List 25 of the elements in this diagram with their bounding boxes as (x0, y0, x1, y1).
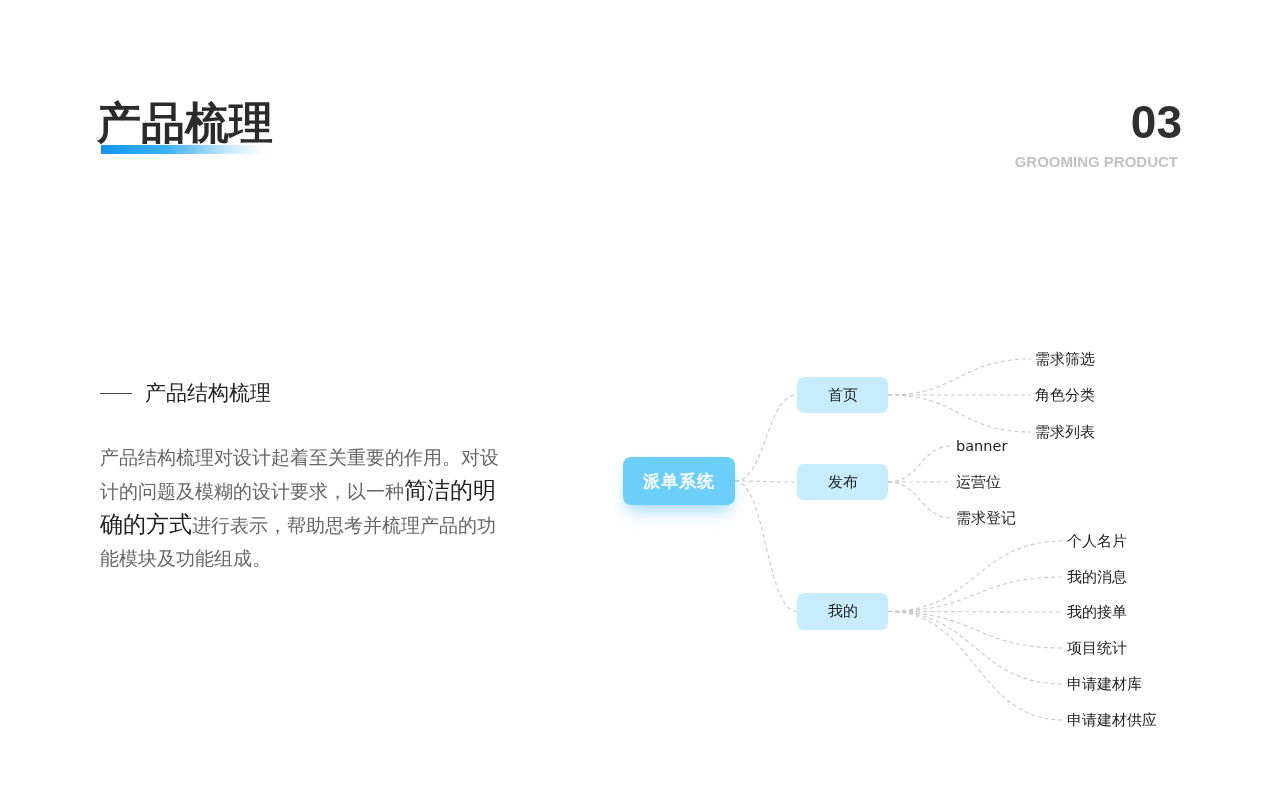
connector-line (887, 394, 1032, 433)
topic-box: 我的 (797, 593, 888, 630)
topic-box: 首页 (797, 377, 888, 413)
subtopic-text: 运营位 (952, 472, 1001, 492)
section-number: 03 (1130, 97, 1182, 147)
section-heading: 产品结构梳理 (145, 380, 271, 407)
topic-box: 发布 (797, 464, 888, 500)
body-paragraph: 产品结构梳理对设计起着至关重要的作用。对设计的问题及模糊的设计要求，以一种简洁的明确的方式进行表示，帮助思考并梳理产品的功能模块及功能组成。 (100, 445, 500, 571)
subtopic-text: 申请建材供应 (1063, 710, 1157, 730)
subtopic-text: 个人名片 (1063, 531, 1127, 551)
connector-line (887, 481, 953, 519)
subtopic-text: 需求列表 (1031, 422, 1095, 442)
subtopic-text: 我的接单 (1063, 602, 1127, 622)
subtopic-text: 申请建材库 (1063, 674, 1142, 694)
root-topic-box: 派单系统 (623, 457, 735, 505)
connector-line (887, 610, 1064, 721)
subtopic-text: 需求登记 (952, 508, 1016, 528)
page-title: 产品梳理 (97, 101, 273, 145)
subtopic-text: 需求筛选 (1031, 349, 1095, 369)
subtopic-text: 项目统计 (1063, 638, 1127, 658)
subtopic-text: banner (952, 436, 1008, 456)
subtopic-text: 角色分类 (1031, 385, 1095, 405)
connector-line (734, 480, 798, 613)
subtopic-text: 我的消息 (1063, 567, 1127, 587)
section-subtitle: GROOMING PRODUCT (1014, 153, 1178, 171)
